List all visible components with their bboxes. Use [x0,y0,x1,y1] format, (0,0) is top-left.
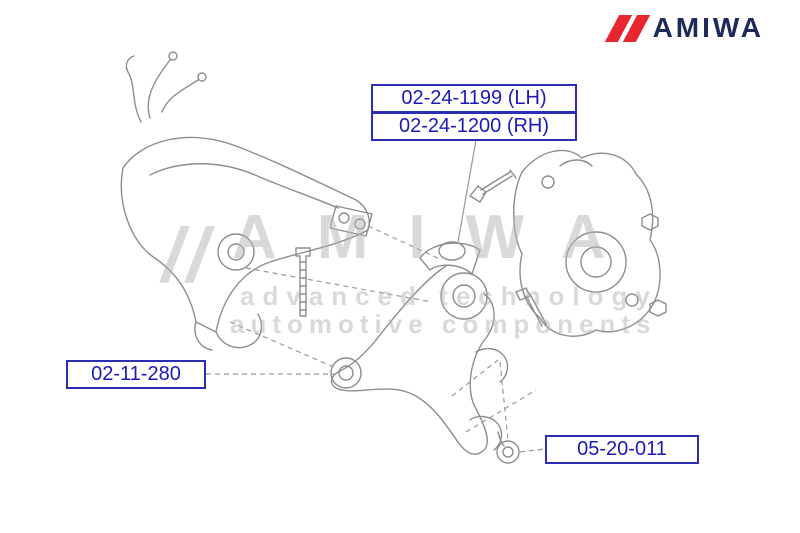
brand-logo: AMIWA [604,12,764,44]
ball-joint-drawing [469,415,520,464]
control-arm-drawing [330,241,509,455]
part-label-upper-arm-lh[interactable]: 02-24-1199 (LH) [371,84,577,113]
knuckle-drawing [469,149,667,337]
logo-text: AMIWA [652,12,764,43]
part-label-control-arm[interactable]: 02-11-280 [66,360,206,389]
leader-lines [206,139,545,453]
subframe-drawing [120,51,373,351]
part-label-upper-arm-rh[interactable]: 02-24-1200 (RH) [371,112,577,141]
part-label-ball-joint[interactable]: 05-20-011 [545,435,699,464]
logo-slashes-icon [604,14,650,42]
